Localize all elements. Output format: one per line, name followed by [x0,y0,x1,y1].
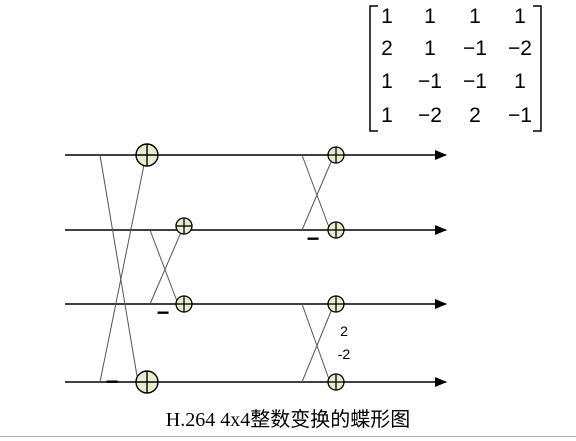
matrix-cell: 1 [424,5,436,28]
matrix-cell: 2 [469,104,481,127]
adder-icon [135,143,159,167]
matrix-cell: −1 [508,104,532,127]
cross-line [99,154,139,383]
matrix-right-bracket [533,5,542,132]
adder-icon [327,221,345,239]
matrix-cell: 2 [381,37,393,60]
minus-label: − [106,369,119,394]
cross-line [301,154,331,231]
matrix-cell: 1 [469,5,481,28]
coefficient-label: 2 [340,323,348,339]
cross-line [99,154,147,383]
matrix-cell: 1 [381,104,393,127]
coefficient-label: -2 [338,346,351,362]
cross-line [149,229,183,305]
matrix-cell: 1 [514,70,526,93]
minus-label: − [157,300,170,325]
adder-icon [175,217,193,235]
adder-icon [327,373,345,391]
matrix-cell: 1 [381,70,393,93]
adder-icon [175,295,193,313]
matrix-cell: −2 [418,104,442,127]
matrix-cell: 1 [514,5,526,28]
adder-nodes [135,143,345,394]
signal-lines [65,150,447,387]
matrix-cell: −1 [418,70,442,93]
matrix-cell: 1 [424,37,436,60]
matrix-left-bracket [369,5,378,132]
matrix-cell: −1 [463,37,487,60]
divider [0,436,576,437]
cross-line [301,303,335,383]
cross-line [301,154,335,231]
matrix-cell: 1 [381,5,393,28]
adder-icon [327,146,345,164]
minus-label: − [307,226,320,251]
matrix-cell: −2 [508,37,532,60]
cross-line [301,303,331,383]
matrix-cell: −1 [463,70,487,93]
adder-icon [327,295,345,313]
cross-line [149,229,179,305]
adder-icon [135,370,159,394]
diagram-caption: H.264 4x4整数变换的蝶形图 [165,409,411,431]
cross-lines [99,154,335,383]
matrix: 1 1 1 1 2 1 −1 −2 1 −1 −1 1 1 −2 2 −1 [369,5,542,132]
